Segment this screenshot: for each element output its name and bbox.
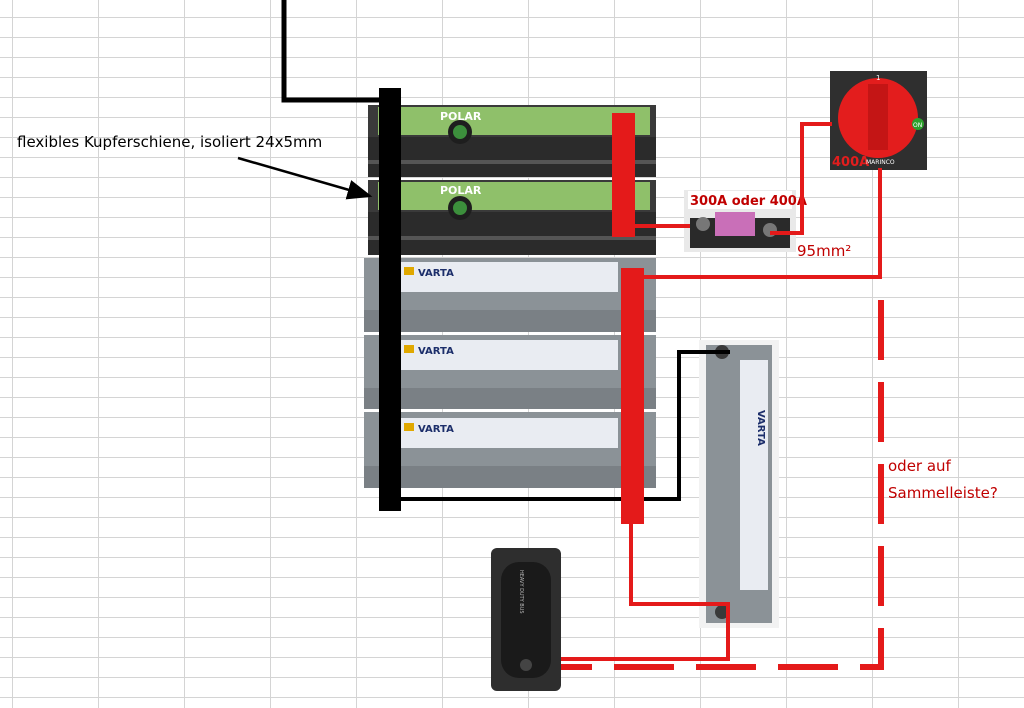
busbar-annotation-label: flexibles Kupferschiene, isoliert 24x5mm [17,133,323,151]
battery-switch: ON 1 400A MARINCO [830,71,927,170]
bus-device-text: HEAVY DUTY BUS [518,570,524,614]
positive-cable-fuse-switch [770,122,832,235]
switch-rating-label: 400A [832,155,869,170]
positive-cable-varta-standalone [561,522,730,661]
varta-battery-1: VARTA [364,258,656,332]
switch-on-mark: ON [913,122,922,129]
annotation-arrow [237,156,373,200]
busbar-option-line2: Sammelleiste? [888,484,998,502]
fuse-rating-label: 300A oder 400A [690,194,807,209]
busbar-option-line1: oder auf [888,457,951,475]
polar-brand-1: POLAR [440,110,482,123]
switch-maker: MARINCO [866,159,895,166]
alternative-route-dashed [561,300,884,670]
negative-cable-in [281,0,392,103]
varta-brand-1: VARTA [418,268,454,279]
varta-battery-2: VARTA [364,335,656,409]
varta-brand-3: VARTA [418,424,454,435]
positive-cable-switch-varta [644,168,882,279]
fuse-label-box [688,191,792,209]
switch-position-mark: 1 [876,74,880,82]
positive-busbar-varta [621,268,644,524]
varta-battery-standalone: VARTA [699,340,779,628]
cable-size-label: 95mm² [797,242,851,260]
negative-busbar [379,88,401,511]
positive-busbar-polar [612,113,635,237]
negative-cable-standalone [392,350,730,501]
polar-battery-1: POLAR [368,105,656,177]
polar-brand-2: POLAR [440,184,482,197]
heavy-duty-bus-device: HEAVY DUTY BUS [491,548,561,691]
polar-battery-2: POLAR [368,180,656,255]
varta-brand-standalone: VARTA [755,410,766,446]
varta-brand-2: VARTA [418,346,454,357]
varta-battery-3: VARTA [364,412,656,488]
